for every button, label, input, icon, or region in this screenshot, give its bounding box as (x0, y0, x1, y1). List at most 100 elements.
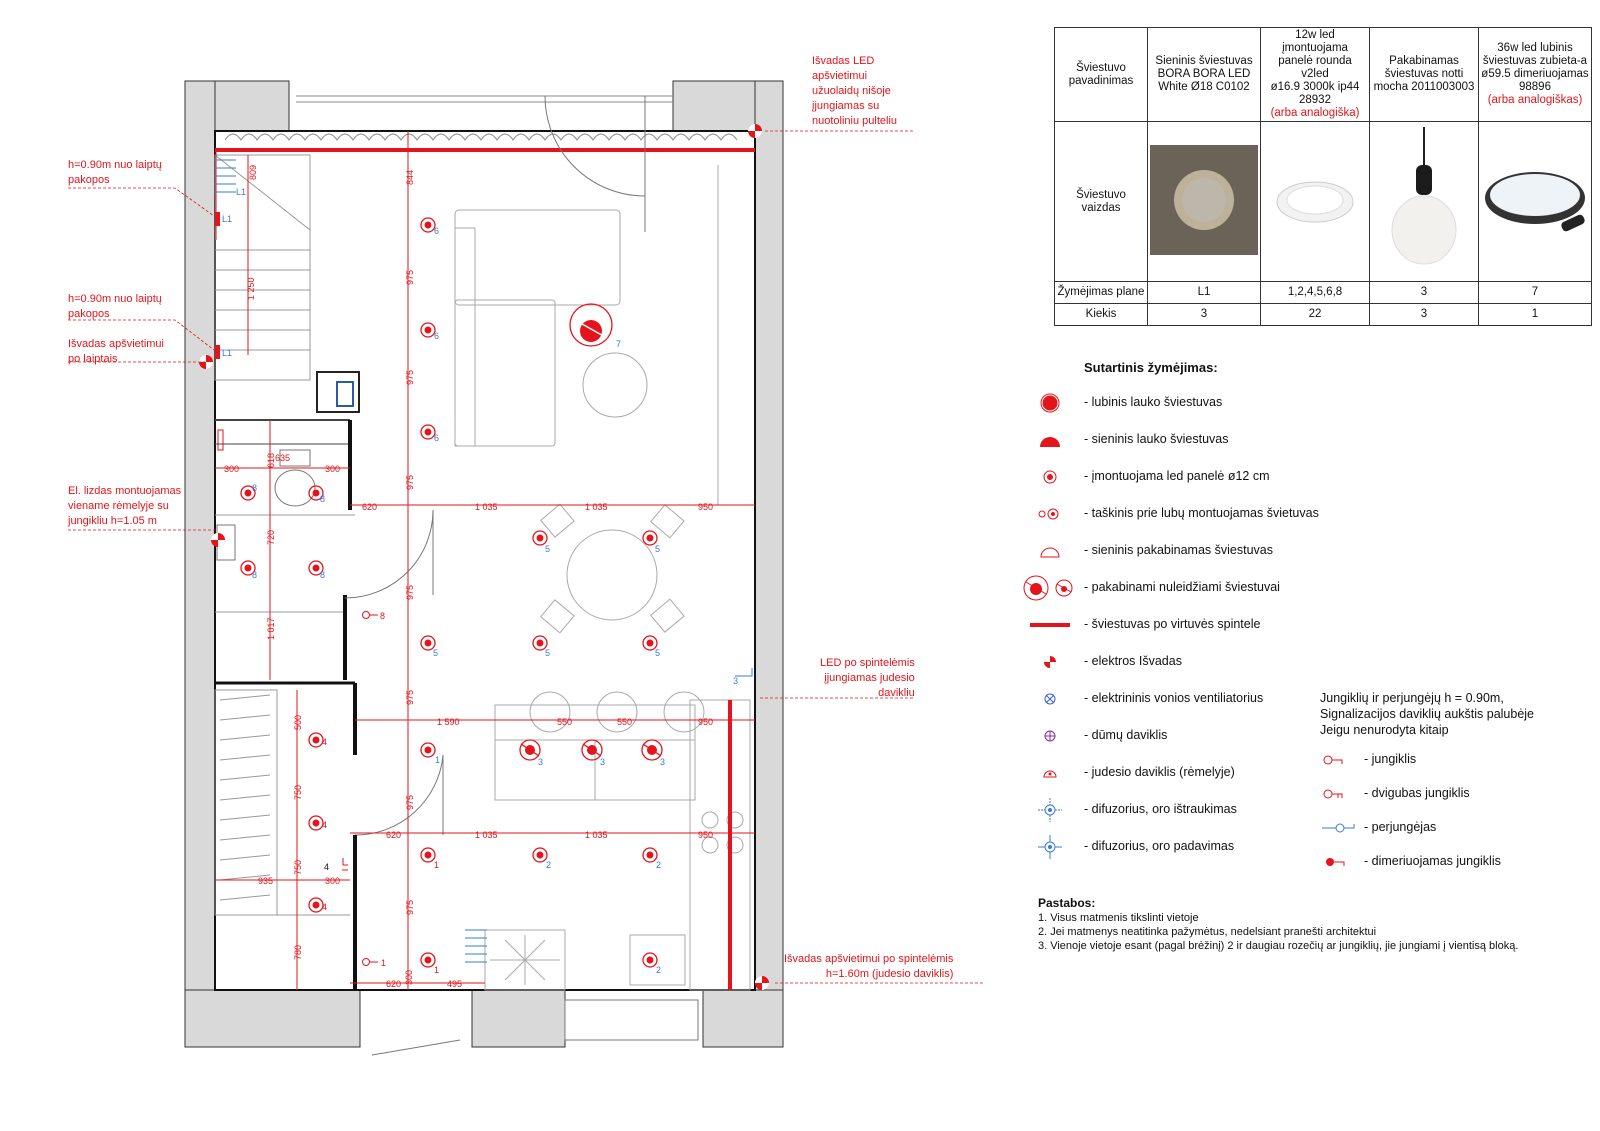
legend-title: Sutartinis žymėjimas: (1084, 360, 1218, 375)
header-label: Šviestuvo pavadinimas (1054, 27, 1148, 122)
legend: Sutartinis žymėjimas: - lubinis lauko šv… (1020, 360, 1320, 859)
dim-text: 300 (224, 464, 239, 474)
legend-item: - lubinis lauko šviestuvas (1020, 390, 1320, 416)
label-4: 4 (322, 820, 327, 830)
dim-text: 750 (293, 785, 303, 800)
sofa (454, 165, 719, 505)
legend-item: - sieninis lauko šviestuvas (1020, 427, 1320, 453)
dim-text: 1 035 (475, 502, 498, 512)
dim-text: 618 (266, 453, 276, 468)
dim-text: 975 (405, 585, 415, 600)
outdoor-ceiling-light-icon (1040, 393, 1060, 413)
note-stair-height-1: h=0.90m nuo laiptų pakopos (68, 159, 162, 186)
label-3: 3 (600, 757, 605, 767)
legend-item: - judesio daviklis (rėmelyje) (1020, 760, 1320, 786)
dim-text: 635 (275, 453, 290, 463)
legend-item: - dūmų daviklis (1020, 723, 1320, 749)
note-stair-height-2: h=0.90m nuo laiptų pakopos (68, 293, 162, 320)
label-3: 3 (660, 757, 665, 767)
label-1: 1 (435, 755, 440, 765)
legend-item: - įmontuojama led panelė ø12 cm (1020, 464, 1320, 490)
dim-text: 935 (258, 876, 273, 886)
wardrobe (214, 683, 357, 916)
switch-legend: Jungiklių ir perjungėjų h = 0.90m, Signa… (1320, 690, 1600, 868)
dimmer-switch-icon (1326, 858, 1345, 866)
legend-item: - difuzorius, oro padavimas (1020, 834, 1320, 860)
label-5: 5 (655, 544, 660, 554)
notes: Pastabos: 1. Visus matmenis tikslinti vi… (1038, 896, 1518, 953)
walls (184, 80, 784, 1048)
ceiling-lamp-7 (569, 303, 613, 347)
dim-text: 1 250 (246, 277, 256, 300)
dim-text: 975 (405, 270, 415, 285)
mark-label: Žymėjimas plane (1054, 281, 1148, 304)
legend-item: - šviestuvas po virtuvės spintele (1020, 612, 1320, 638)
dim-text: 495 (447, 979, 462, 989)
leader-lines (68, 130, 985, 984)
fixture-col-1: Sieninis šviestuvas BORA BORA LED White … (1147, 27, 1261, 122)
spot-light-icon (1038, 508, 1059, 520)
bath-fan-icon (1044, 693, 1056, 705)
switches-on-plan (217, 429, 378, 966)
dim-text: 1 017 (266, 617, 276, 640)
motion-sensor-icon (1043, 770, 1057, 778)
label-L1: L1 (222, 214, 232, 224)
smoke-detector-icon (1044, 730, 1056, 742)
dim-text: 844 (405, 170, 415, 185)
dim-text: 300 (325, 464, 340, 474)
dim-text: 500 (293, 715, 303, 730)
qty-label: Kiekis (1054, 303, 1148, 326)
note-line: 3. Vienoje vietoje esant (pagal brėžinį)… (1038, 940, 1519, 952)
staircase (214, 154, 311, 381)
supply-diffuser-icon (1038, 835, 1062, 859)
switch-item: - perjungėjas (1320, 816, 1600, 840)
legend-item: - difuzorius, oro ištraukimas (1020, 797, 1320, 823)
dim-text: 975 (405, 795, 415, 810)
fixture-image-4 (1478, 121, 1592, 282)
blue-marks (214, 159, 753, 963)
notes-title: Pastabos: (1038, 896, 1096, 910)
dim-text: 950 (698, 830, 713, 840)
label-L1: L1 (222, 348, 232, 358)
label-2: 2 (656, 965, 661, 975)
dim-text: 1 590 (437, 717, 460, 727)
mark-3: 3 (1369, 281, 1479, 304)
qty-1: 3 (1147, 303, 1261, 326)
switch-item: - jungiklis (1320, 748, 1600, 772)
fixture-col-4: 36w led lubinis šviestuvas zubieta-a ø59… (1478, 27, 1592, 122)
legend-item: - taškinis prie lubų montuojamas švietuv… (1020, 501, 1320, 527)
switch-header: Jungiklių ir perjungėjų h = 0.90m, Signa… (1320, 691, 1535, 737)
outdoor-wall-light-icon (1040, 437, 1060, 447)
note-curtain-led: Išvadas LED apšvietimui užuolaidų nišoje… (812, 55, 898, 127)
mark-1: L1 (1147, 281, 1261, 304)
dim-text: 950 (698, 502, 713, 512)
dimension-labels: 809 844 1 250 975 975 975 975 975 975 97… (224, 165, 713, 989)
switch-icon (1323, 755, 1343, 765)
dim-text: 809 (248, 165, 258, 180)
label-6: 6 (434, 226, 439, 236)
fixture-col-3: Pakabinamas šviestuvas notti mocha 20110… (1369, 27, 1479, 122)
label-5: 5 (545, 544, 550, 554)
dim-text: 975 (405, 370, 415, 385)
switch-item: - dvigubas jungiklis (1320, 782, 1600, 806)
note-line: 2. Jei matmenys neatitinka pažymėtus, ne… (1038, 926, 1377, 938)
dim-text: 950 (698, 717, 713, 727)
label-3: 3 (538, 757, 543, 767)
dim-text: 1 035 (475, 830, 498, 840)
label-8: 8 (320, 494, 325, 504)
label-4: 4 (322, 902, 327, 912)
mark-2: 1,2,4,5,6,8 (1260, 281, 1370, 304)
fixture-image-2 (1260, 121, 1370, 282)
label-1: 1 (434, 860, 439, 870)
label-4: 4 (324, 862, 329, 872)
dining-table (540, 503, 685, 634)
label-8: 8 (252, 570, 257, 580)
label-6: 6 (434, 433, 439, 443)
label-6: 6 (434, 331, 439, 341)
qty-4: 1 (1478, 303, 1592, 326)
pendant-light-icon (1023, 575, 1073, 601)
dim-text: 720 (266, 530, 276, 545)
switch-item: - dimeriuojamas jungiklis (1320, 850, 1600, 874)
image-label: Šviestuvo vaizdas (1054, 121, 1148, 282)
label-L1: L1 (236, 187, 246, 197)
